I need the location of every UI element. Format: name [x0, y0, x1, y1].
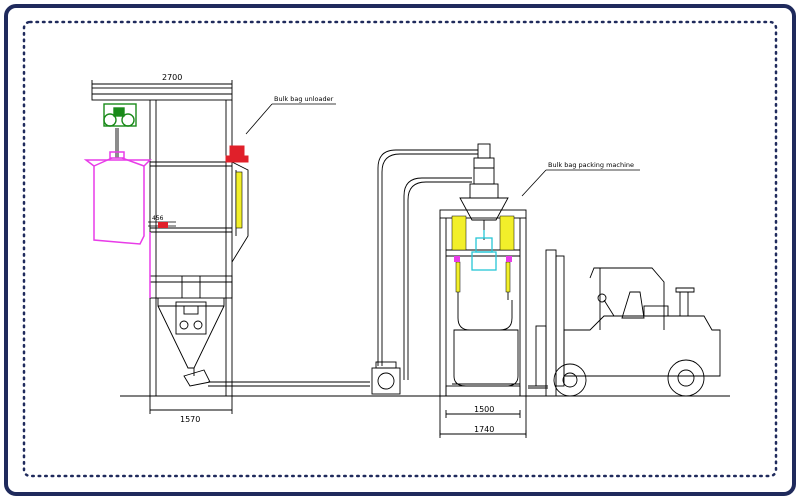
- dim-packer-inner: 1500: [474, 405, 494, 414]
- forklift: [528, 249, 721, 397]
- unloader-leader: [245, 103, 273, 135]
- dim-bag-offset: 456: [152, 215, 164, 222]
- packer-cylinders: [451, 215, 515, 293]
- label-packing: Bulk bag packing machine: [548, 161, 634, 169]
- dim-unloader-base: 1570: [180, 415, 200, 424]
- bulk-bag-hanging: [83, 151, 152, 298]
- outer-border: [4, 4, 796, 496]
- red-valve: [225, 145, 249, 163]
- inner-dotted-border: [22, 20, 778, 478]
- dim-top-width: 2700: [162, 73, 182, 82]
- bulk-bag-unloader: [91, 80, 249, 414]
- packing-leader: [521, 169, 547, 197]
- bulk-bag-packing-machine: [439, 143, 527, 438]
- unloader-cylinder: [235, 171, 243, 229]
- label-unloader: Bulk bag unloader: [274, 95, 334, 103]
- dim-packer-outer: 1740: [474, 425, 494, 434]
- cyan-filling-head: [471, 230, 497, 271]
- electric-hoist: [103, 103, 137, 127]
- blower-unit: [371, 361, 401, 395]
- conveying-pipe: [208, 149, 478, 387]
- bag-offset-dimension: [148, 221, 176, 228]
- packer-clamps: [454, 256, 512, 262]
